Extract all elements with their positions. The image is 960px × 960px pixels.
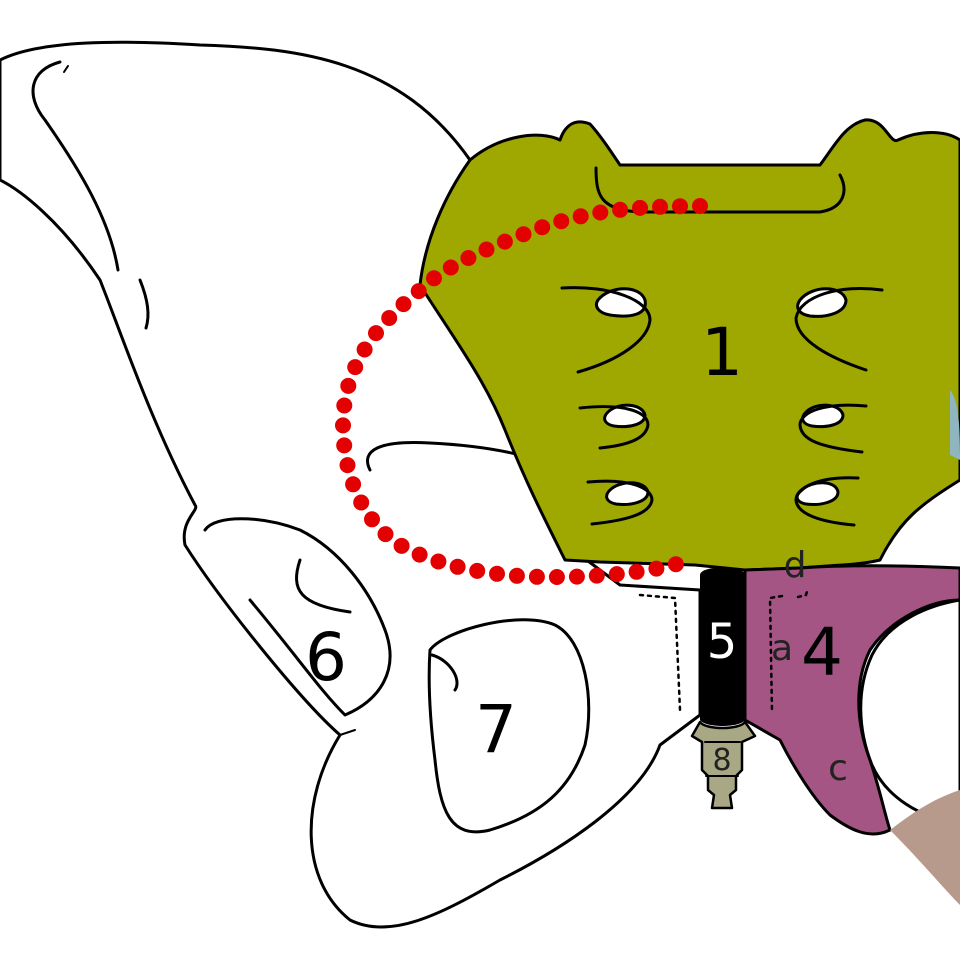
label-sacrum: 1 [701,314,743,391]
pubis [743,564,960,905]
sacrum [418,118,960,572]
brim-dot [608,566,625,583]
obturator-region-curve [248,598,392,717]
label-c: c [828,748,848,789]
acetabular-fossa [295,558,352,614]
labels: 1 4 5 6 7 8 a c d [305,314,848,789]
brim-dot [442,259,459,276]
brim-dot [336,437,353,454]
pubic-dotted-line [638,593,682,712]
obturator-foramen [427,618,591,834]
sacral-foramina [560,286,884,527]
brim-dot [508,567,525,584]
gluteal-line [138,278,150,330]
brim-dot [336,397,353,414]
brim-dot [672,198,688,215]
label-obturator-region: 6 [305,619,347,696]
symphysis-shape [700,567,745,726]
coccyx-shape [690,720,757,810]
iliac-notch [63,65,69,73]
foramen-curve-right-2 [798,403,868,454]
label-obturator-foramen: 7 [475,691,517,768]
obturator-inner-line [430,653,459,692]
brim-dot [411,546,428,563]
brim-dot [572,208,589,225]
brim-dot [534,219,551,236]
brim-dot [667,556,684,573]
ischial-ramus-detail [339,729,356,736]
brim-dot [395,296,412,313]
foramen-curve-left-2 [578,405,650,450]
brim-dot [478,241,495,258]
foramen-curve-right-1 [794,286,884,372]
brim-dot [353,494,370,511]
foramen-curve-left-1 [560,286,652,374]
foramen-curve-left-3 [586,479,654,526]
label-pubis: 4 [801,614,843,691]
brim-dot [449,558,466,575]
pubic-dotted-line-d [796,586,810,599]
brim-dot [612,201,629,218]
brim-dot [568,568,585,585]
brim-dot [553,213,570,230]
brim-dot [340,377,357,394]
pubic-dotted-line-a [768,594,784,714]
brim-dot [632,199,648,216]
coccyx [690,720,757,810]
brim-dot [548,569,565,585]
brim-dot [410,283,427,300]
label-symphysis: 5 [707,614,738,670]
pelvic-brim-dotted-line [335,198,708,585]
foramen-curve-right-3 [794,476,860,527]
label-d: d [784,545,807,586]
brim-dot [347,359,364,376]
brim-dot [528,568,545,585]
foramen-left-1 [595,287,647,318]
label-coccyx: 8 [712,743,731,778]
iliac-crest-line [31,60,120,272]
inguinal-ligament-band [890,790,960,905]
sacrum-shape [418,118,960,572]
brim-dot [648,560,665,577]
brim-dot [592,204,609,221]
brim-dot [377,526,394,543]
brim-dot [345,476,362,493]
brim-dot [496,233,513,250]
brim-dot [489,565,505,582]
brim-dot [652,198,668,215]
brim-dot [368,325,384,342]
pubic-symphysis [700,567,745,726]
brim-dot [430,553,447,570]
brim-dot [356,341,373,358]
brim-dot [381,310,398,326]
obturator-foramen-right [859,598,960,824]
label-a: a [771,628,793,669]
brim-dot [588,567,605,584]
brim-dot [469,562,486,579]
brim-dot [426,270,442,287]
brim-dot [628,563,645,580]
acetabulum-rim [203,517,387,632]
brim-dot [364,511,380,528]
sciatic-notch-line [366,440,522,472]
brim-dot [339,457,356,474]
brim-dot [515,226,532,243]
brim-dot [393,537,410,554]
sacroiliac-sliver [950,390,960,460]
brim-dot [460,250,477,266]
brim-dot [692,198,708,214]
brim-dot [335,417,351,434]
